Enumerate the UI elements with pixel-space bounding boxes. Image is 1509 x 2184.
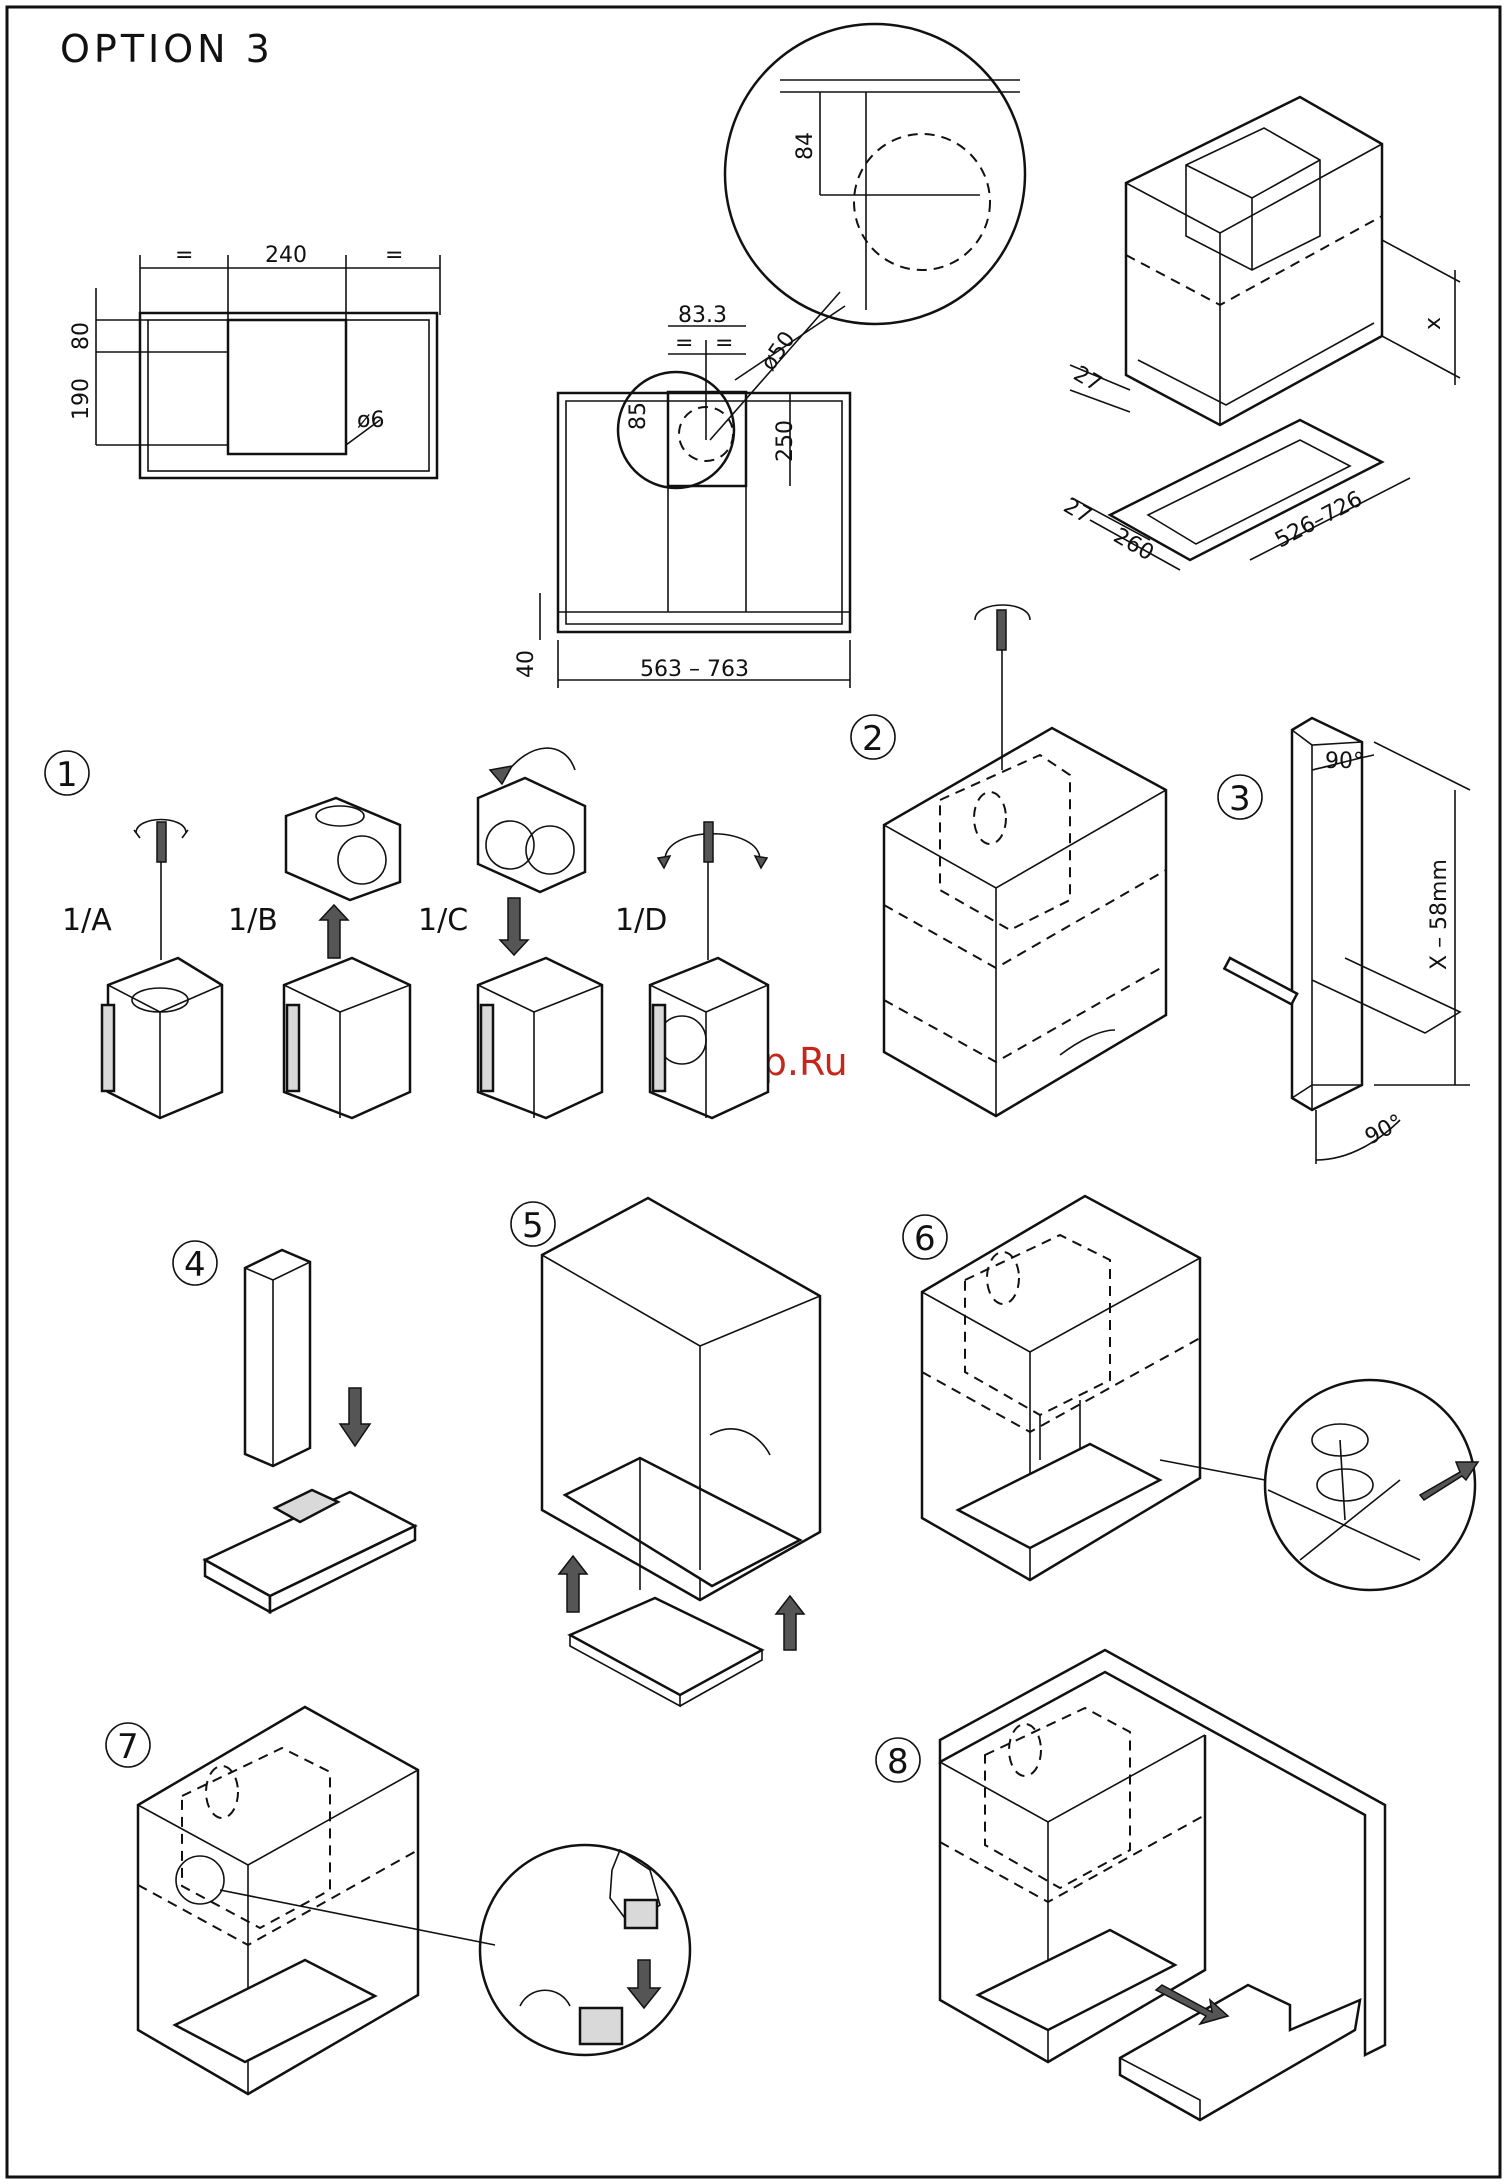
dim-563-763: 563 – 763 bbox=[640, 657, 749, 682]
cutout-drawing: 27 260 526–726 bbox=[1059, 420, 1410, 570]
dim-83-3: 83.3 bbox=[678, 303, 727, 328]
step-3-group: 3 90° 90° X – 58mm bbox=[1218, 718, 1470, 1164]
step-2-group: 2 bbox=[851, 605, 1166, 1116]
detail-zoom-circle: 84 bbox=[725, 24, 1025, 380]
plan-view-drawing: = 240 = 80 190 ø6 bbox=[69, 243, 440, 478]
dim-240: 240 bbox=[265, 243, 307, 268]
step-5-number: 5 bbox=[522, 1206, 544, 1246]
dim-85: 85 bbox=[626, 402, 651, 430]
dim-260: 260 bbox=[1109, 524, 1158, 567]
substep-1d-label: 1/D bbox=[615, 903, 667, 938]
step-7-group: 7 bbox=[106, 1707, 690, 2094]
substep-1d: 1/D bbox=[615, 822, 768, 1118]
dim-x-58mm: X – 58mm bbox=[1427, 859, 1452, 970]
step-8-number: 8 bbox=[887, 1742, 909, 1782]
dim-equal-left: = bbox=[175, 243, 193, 268]
page-title: OPTION 3 bbox=[60, 27, 274, 71]
dim-equal-right: = bbox=[385, 243, 403, 268]
dim-80: 80 bbox=[69, 322, 94, 350]
substep-1c-label: 1/C bbox=[418, 903, 468, 938]
substep-1a: 1/A bbox=[62, 820, 222, 1119]
dim-250: 250 bbox=[773, 420, 798, 462]
step-7-number: 7 bbox=[117, 1727, 139, 1767]
step-4-number: 4 bbox=[184, 1245, 206, 1285]
dim-hole-6: ø6 bbox=[357, 408, 384, 433]
dim-526-726: 526–726 bbox=[1271, 487, 1367, 554]
dim-40: 40 bbox=[514, 650, 539, 678]
step-4-group: 4 bbox=[173, 1241, 415, 1612]
step-6-group: 6 bbox=[903, 1196, 1478, 1590]
dim-eq-1: = bbox=[675, 331, 693, 356]
angle-top: 90° bbox=[1325, 749, 1364, 774]
dim-x: x bbox=[1421, 317, 1446, 330]
substep-1b: 1/B bbox=[228, 798, 410, 1118]
step-5-group: 5 bbox=[511, 1198, 820, 1706]
substep-1b-label: 1/B bbox=[228, 903, 278, 938]
dim-eq-2: = bbox=[715, 331, 733, 356]
step-1-number: 1 bbox=[56, 755, 78, 795]
iso-cabinet-drawing: x 27 bbox=[1069, 97, 1460, 425]
substep-1a-label: 1/A bbox=[62, 903, 112, 938]
dim-190: 190 bbox=[69, 378, 94, 420]
substep-1c: 1/C bbox=[418, 748, 602, 1118]
step-1-group: 1 1/A 1/B 1/C bbox=[45, 748, 768, 1118]
step-3-number: 3 bbox=[1229, 779, 1251, 819]
step-2-number: 2 bbox=[862, 719, 884, 759]
dim-27-cutout: 27 bbox=[1059, 494, 1096, 530]
step-8-group: 8 bbox=[876, 1650, 1385, 2120]
dim-84: 84 bbox=[793, 132, 818, 160]
step-6-number: 6 bbox=[914, 1219, 936, 1259]
section-view-drawing: 83.3 = = 85 250 ø50 40 563 – 763 bbox=[514, 292, 850, 688]
